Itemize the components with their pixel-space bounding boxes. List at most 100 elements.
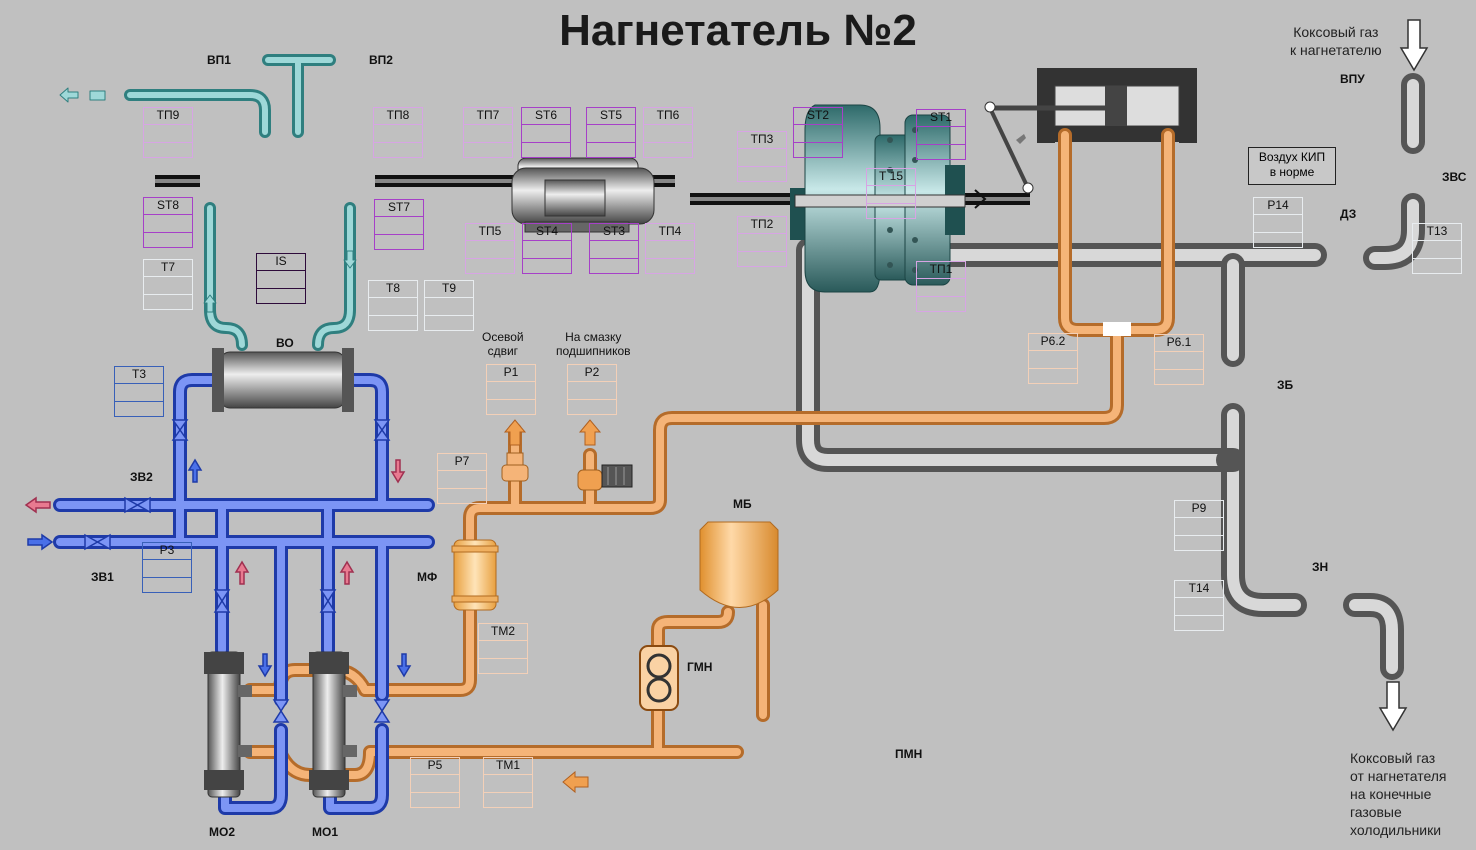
gauge-p9[interactable]: P9 [1174, 500, 1224, 551]
gauge-t3[interactable]: T3 [114, 366, 164, 417]
gauge-value [738, 149, 786, 167]
gauge-name: ТП5 [466, 224, 514, 241]
gauge-tp8[interactable]: ТП8 [373, 107, 423, 158]
gauge-t13[interactable]: T13 [1412, 223, 1462, 274]
gauge-name: T3 [115, 367, 163, 384]
gauge-st8[interactable]: ST8 [143, 197, 193, 248]
gauge-name: P1 [487, 365, 535, 382]
gauge-tp3[interactable]: ТП3 [737, 131, 787, 182]
oil-arrows [503, 419, 602, 794]
gauge-name: P2 [568, 365, 616, 382]
gauge-name: ТП7 [464, 108, 512, 125]
gauge-value [1175, 518, 1223, 536]
gauge-p2[interactable]: P2 [567, 364, 617, 415]
gauge-tp5[interactable]: ТП5 [465, 223, 515, 274]
gauge-name: P14 [1254, 198, 1302, 215]
gauge-name: ST8 [144, 198, 192, 215]
gauge-value [369, 298, 417, 316]
gauge-name: P9 [1175, 501, 1223, 518]
coke-gas-out-note: Коксовый газ от нагнетателя на конечные … [1350, 750, 1447, 838]
gauge-name: T13 [1413, 224, 1461, 241]
gauge-p6-2[interactable]: P6.2 [1028, 333, 1078, 384]
mf-label: МФ [417, 570, 438, 584]
gauge-t8[interactable]: T8 [368, 280, 418, 331]
oil-tank [699, 521, 779, 608]
gauge-value [587, 125, 635, 143]
gauge-tp9[interactable]: ТП9 [143, 107, 193, 158]
vpu-label: ВПУ [1340, 72, 1365, 86]
gauge-tp1[interactable]: ТП1 [916, 261, 966, 312]
gauge-value [374, 125, 422, 143]
gauge-st4[interactable]: ST4 [522, 223, 572, 274]
gauge-value [479, 641, 527, 659]
gauge-name: ТП2 [738, 217, 786, 234]
gauge-value [794, 125, 842, 143]
gauge-name: ТП6 [644, 108, 692, 125]
gauge-name: ST7 [375, 200, 423, 217]
gauge-name: T14 [1175, 581, 1223, 598]
gauge-t9[interactable]: T9 [424, 280, 474, 331]
gauge-t15[interactable]: Т 15 [866, 168, 916, 219]
zv1-label: ЗВ1 [91, 570, 114, 584]
gauge-tp4[interactable]: ТП4 [645, 223, 695, 274]
gauge-value [1029, 351, 1077, 369]
gauge-name: T8 [369, 281, 417, 298]
zb-label: ЗБ [1277, 378, 1294, 392]
mo2-label: МО2 [209, 825, 236, 839]
gauge-name: P3 [143, 543, 191, 560]
gauge-value [438, 471, 486, 489]
vp2-label: ВП2 [369, 53, 393, 67]
gauge-value [867, 186, 915, 204]
gauge-t14[interactable]: T14 [1174, 580, 1224, 631]
is-name: IS [257, 254, 305, 271]
gauge-value [1254, 215, 1302, 233]
gauge-p6-1[interactable]: P6.1 [1154, 334, 1204, 385]
water-pipes [53, 373, 435, 815]
gauge-value [646, 241, 694, 259]
gauge-tm2[interactable]: TM2 [478, 623, 528, 674]
gauge-name: ST6 [522, 108, 570, 125]
gauge-p14[interactable]: P14 [1253, 197, 1303, 248]
gauge-p3[interactable]: P3 [142, 542, 192, 593]
gauge-p1[interactable]: P1 [486, 364, 536, 415]
gauge-st1[interactable]: ST1 [916, 109, 966, 160]
gauge-tp2[interactable]: ТП2 [737, 216, 787, 267]
gauge-name: T9 [425, 281, 473, 298]
gauge-st2[interactable]: ST2 [793, 107, 843, 158]
gauge-value [144, 215, 192, 233]
gauge-name: ST4 [523, 224, 571, 241]
gas-pipes [796, 73, 1425, 680]
gauge-p5[interactable]: P5 [410, 757, 460, 808]
gauge-tp6[interactable]: ТП6 [643, 107, 693, 158]
gauge-st3[interactable]: ST3 [589, 223, 639, 274]
gauge-value [115, 384, 163, 402]
gas-arrows [1378, 19, 1429, 732]
gauge-name: ST1 [917, 110, 965, 127]
gauge-p7[interactable]: P7 [437, 453, 487, 504]
gauge-st5[interactable]: ST5 [586, 107, 636, 158]
gauge-name: P6.1 [1155, 335, 1203, 352]
gauge-tp7[interactable]: ТП7 [463, 107, 513, 158]
gauge-name: ST2 [794, 108, 842, 125]
gauge-value [644, 125, 692, 143]
pmn-label: ПМН [895, 747, 923, 761]
valves [84, 419, 391, 723]
gauge-t7[interactable]: T7 [143, 259, 193, 310]
is-indicator[interactable]: IS [256, 253, 306, 304]
sensor-fittings [501, 452, 633, 491]
gear-pump [639, 645, 679, 711]
oil-filter [451, 539, 499, 611]
gauge-st6[interactable]: ST6 [521, 107, 571, 158]
gauge-name: ТП9 [144, 108, 192, 125]
gauge-value [917, 127, 965, 145]
gauge-value [1155, 352, 1203, 370]
gauge-tm1[interactable]: TM1 [483, 757, 533, 808]
gauge-value [466, 241, 514, 259]
is-value [257, 271, 305, 289]
gauge-st7[interactable]: ST7 [374, 199, 424, 250]
gauge-value [523, 241, 571, 259]
gauge-value [568, 382, 616, 400]
gauge-name: TM2 [479, 624, 527, 641]
gauge-name: ТП3 [738, 132, 786, 149]
